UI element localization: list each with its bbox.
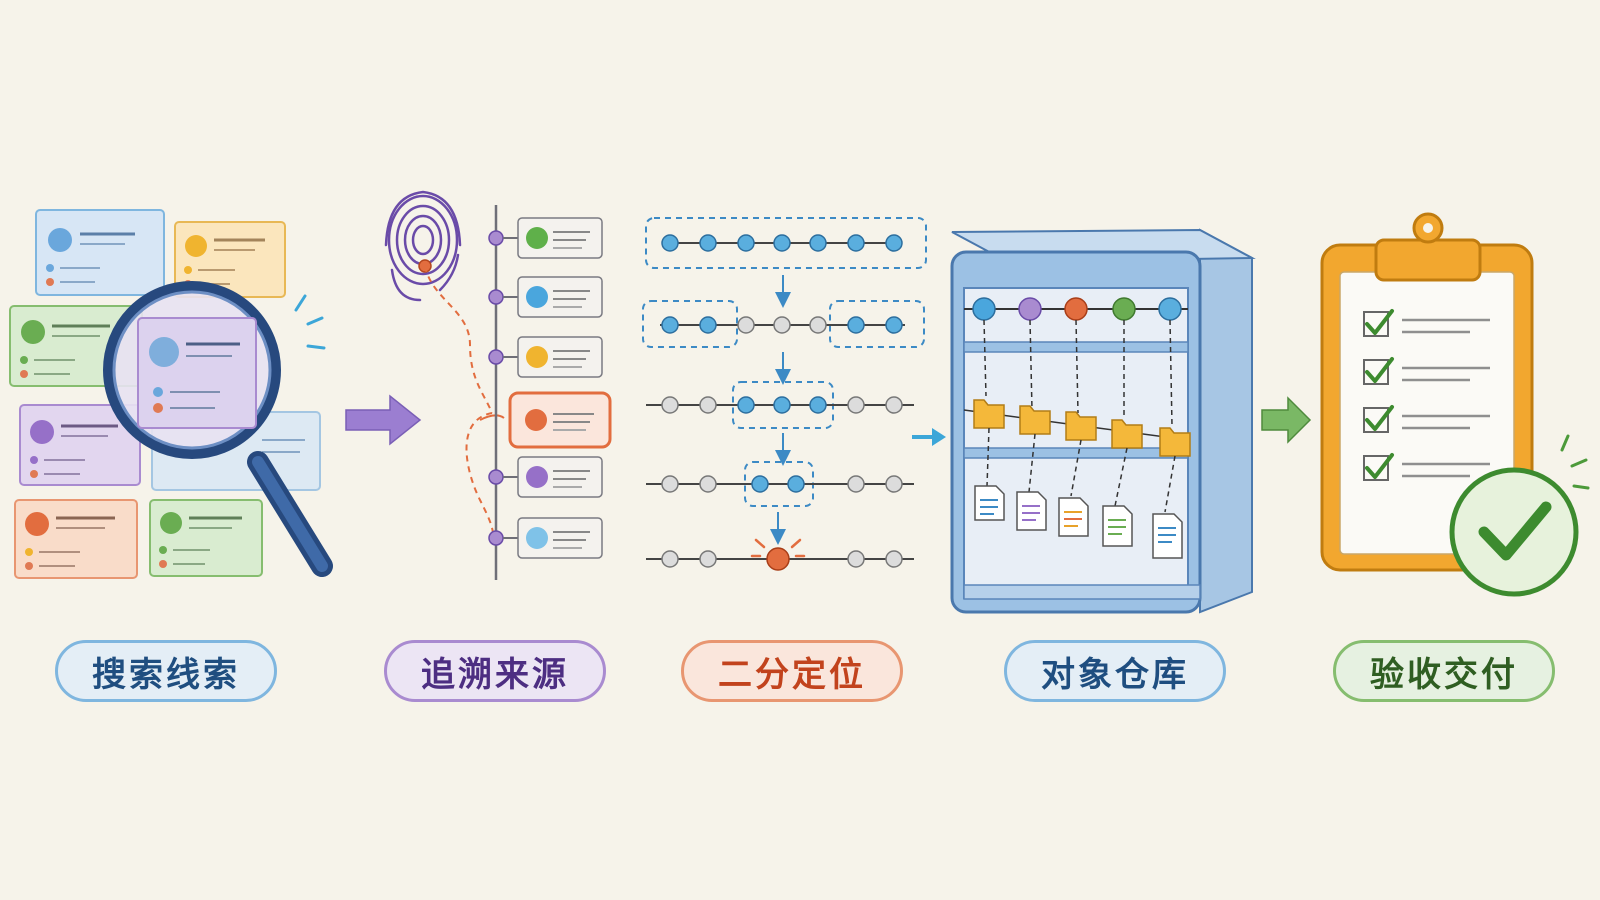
commit-node bbox=[488, 469, 518, 485]
commit-node bbox=[488, 530, 518, 546]
commit-card-highlighted bbox=[508, 391, 612, 449]
arrow-right-icon bbox=[345, 394, 422, 446]
clue-card bbox=[35, 209, 165, 296]
bisect-illustration bbox=[642, 217, 927, 571]
sparkle-icon bbox=[750, 538, 806, 558]
commit-node bbox=[488, 289, 518, 305]
commit-node bbox=[488, 230, 518, 246]
cabinet-icon bbox=[950, 228, 1256, 614]
clue-card bbox=[14, 499, 138, 579]
document-icon bbox=[974, 485, 1183, 559]
bisect-node bbox=[661, 316, 903, 334]
stage-label-search: 搜索线索 bbox=[55, 640, 277, 702]
culprit-node bbox=[766, 547, 790, 571]
commit-card bbox=[517, 217, 603, 259]
clue-card bbox=[149, 499, 263, 577]
arrow-right-icon bbox=[1261, 396, 1312, 444]
magnifier-icon bbox=[103, 281, 333, 577]
folder-icon bbox=[973, 399, 1191, 457]
commit-card bbox=[517, 276, 603, 318]
approved-badge bbox=[1449, 467, 1579, 597]
stage-label-bisect: 二分定位 bbox=[681, 640, 903, 702]
sparkle-icon bbox=[294, 294, 326, 350]
check-icon bbox=[1365, 309, 1394, 479]
bisect-node bbox=[661, 234, 903, 252]
commit-node bbox=[488, 349, 518, 365]
trace-illustration bbox=[384, 190, 612, 580]
fingerprint-icon bbox=[384, 190, 462, 302]
arrow-right-icon bbox=[912, 428, 946, 446]
commit-card bbox=[517, 517, 603, 559]
sparkle-icon bbox=[1560, 434, 1590, 490]
stage-label-store: 对象仓库 bbox=[1004, 640, 1226, 702]
commit-card bbox=[517, 456, 603, 498]
stage-label-trace: 追溯来源 bbox=[384, 640, 606, 702]
bisect-node bbox=[661, 475, 903, 493]
stage-label-accept: 验收交付 bbox=[1333, 640, 1555, 702]
bisect-node bbox=[661, 550, 903, 568]
bisect-node bbox=[661, 396, 903, 414]
search-illustration bbox=[9, 209, 333, 579]
commit-card bbox=[517, 336, 603, 378]
clipboard-check-icon bbox=[1320, 212, 1590, 597]
clue-card bbox=[19, 404, 141, 486]
